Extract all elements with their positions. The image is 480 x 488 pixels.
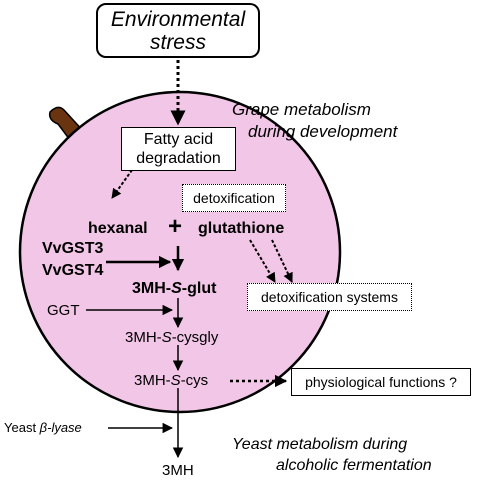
yeast-lyase-prefix: Yeast [4, 420, 40, 435]
yeast-lyase-beta: β [39, 420, 48, 435]
3mh-s-glut-suffix: -glut [181, 280, 217, 297]
physiological-functions-label: physiological functions ? [305, 374, 457, 390]
yeast-lyase-suffix: -lyase [47, 420, 82, 435]
3mh-s-cysgly-prefix: 3MH- [125, 329, 162, 346]
detoxification-box: detoxification [182, 184, 286, 212]
grape-caption-line-2: during development [248, 122, 398, 141]
yeast-caption-line-1: Yeast metabolism during [232, 436, 408, 453]
physiological-functions-box: physiological functions ? [291, 368, 471, 396]
hexanal-label: hexanal [88, 220, 148, 237]
3mh-s-cys-suffix: -cys [180, 372, 209, 389]
stress-line-1: Environmental [110, 7, 246, 31]
3mh-s-cysgly-label: 3MH-S-cysgly [125, 330, 218, 345]
grape-caption: Grape metabolism during development [232, 99, 472, 143]
3mh-s-glut-s: S [171, 280, 182, 297]
vvgst4-label: VvGST4 [42, 262, 104, 279]
ggt-label: GGT [47, 302, 80, 319]
yeast-caption-line-2: alcoholic fermentation [276, 457, 432, 474]
grape-berry [18, 90, 342, 414]
detoxification-systems-label: detoxification systems [261, 289, 398, 305]
arrow-glutathione-to-detox-2 [271, 239, 293, 283]
fatty-acid-degradation-box: Fatty acid degradation [121, 127, 236, 171]
fatty-line-1: Fatty acid [143, 131, 214, 148]
glutathione-label: glutathione [198, 220, 285, 237]
plus-sign: + [168, 213, 183, 240]
arrow-fatty-to-hexanal [111, 169, 133, 199]
fatty-line-2: degradation [136, 150, 221, 167]
3mh-s-glut-label: 3MH-S-glut [132, 281, 216, 297]
3mh-product-label: 3MH [162, 462, 194, 479]
vvgst3-label: VvGST3 [42, 240, 104, 257]
3mh-s-glut-prefix: 3MH- [132, 280, 172, 297]
yeast-caption: Yeast metabolism during alcoholic fermen… [232, 434, 432, 476]
3mh-s-cys-s: S [170, 372, 181, 389]
stress-line-2: stress [149, 30, 206, 54]
grape-caption-line-1: Grape metabolism [232, 100, 371, 119]
3mh-s-cys-prefix: 3MH- [134, 372, 171, 389]
detoxification-label: detoxification [193, 190, 275, 206]
3mh-s-cysgly-s: S [161, 329, 172, 346]
yeast-beta-lyase-label: Yeast β-lyase [4, 421, 82, 434]
3mh-s-cys-label: 3MH-S-cys [134, 373, 208, 388]
arrow-glutathione-to-detox-1 [249, 239, 276, 283]
3mh-s-cysgly-suffix: -cysgly [171, 329, 219, 346]
detoxification-systems-box: detoxification systems [247, 283, 412, 311]
environmental-stress-box: Environmental stress [96, 3, 260, 58]
